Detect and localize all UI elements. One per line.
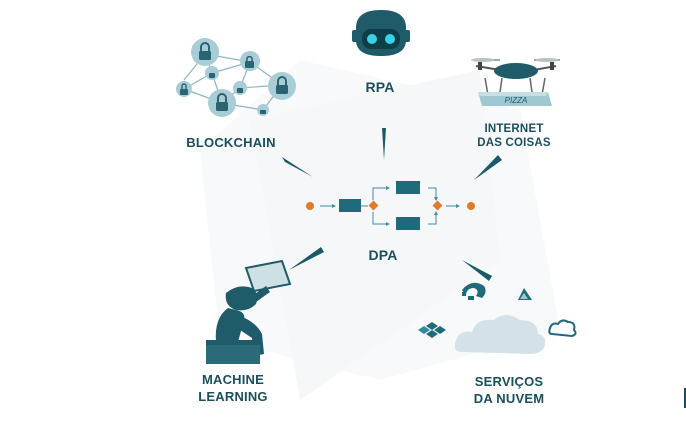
- iot-label-line2: DAS COISAS: [477, 137, 551, 149]
- delivery-drone-icon: PIZZA: [471, 58, 560, 106]
- dpa-label-text: DPA: [368, 247, 398, 263]
- task-box-2: [396, 181, 420, 194]
- task-box-3: [396, 217, 420, 230]
- delta-logo-icon: [518, 288, 532, 300]
- spike-ml: [289, 247, 324, 270]
- process-flow-icon: [306, 181, 475, 230]
- dpa-label: DPA: [350, 247, 416, 264]
- spike-cloud: [462, 260, 492, 281]
- blockchain-label-text: BLOCKCHAIN: [186, 135, 276, 150]
- ml-label: MACHINE LEARNING: [180, 371, 286, 405]
- task-box-1: [339, 199, 361, 212]
- rpa-label-text: RPA: [365, 79, 395, 95]
- iot-label: INTERNET DAS COISAS: [462, 122, 566, 150]
- end-event-icon: [467, 202, 475, 210]
- digitalocean-like-icon: [462, 282, 486, 300]
- spike-rpa: [382, 128, 386, 160]
- rpa-label: RPA: [344, 79, 416, 96]
- blockchain-network-icon: [176, 38, 296, 117]
- pizza-box-text: PIZZA: [505, 96, 528, 105]
- thinker-tablet-icon: [206, 259, 292, 364]
- spike-iot: [474, 155, 502, 180]
- robot-head-icon: [352, 10, 410, 56]
- cloud-label-line1: SERVIÇOS: [474, 374, 544, 389]
- cloud-outline-icon: [548, 319, 577, 338]
- cloud-services-icon: [418, 282, 577, 354]
- gateway-merge-icon: [432, 200, 443, 211]
- gateway-split-icon: [368, 200, 379, 211]
- blockchain-label: BLOCKCHAIN: [175, 134, 287, 151]
- edge-marker: [684, 388, 686, 408]
- ml-label-line1: MACHINE: [201, 372, 265, 387]
- connector-spikes: [282, 128, 502, 281]
- cloud-label: SERVIÇOS DA NUVEM: [454, 373, 564, 407]
- spike-blockchain: [282, 157, 313, 177]
- cloud-label-line2: DA NUVEM: [473, 391, 545, 406]
- dropbox-like-icon: [418, 322, 446, 338]
- start-event-icon: [306, 202, 314, 210]
- iot-label-line1: INTERNET: [484, 123, 544, 135]
- ml-label-line2: LEARNING: [198, 389, 268, 404]
